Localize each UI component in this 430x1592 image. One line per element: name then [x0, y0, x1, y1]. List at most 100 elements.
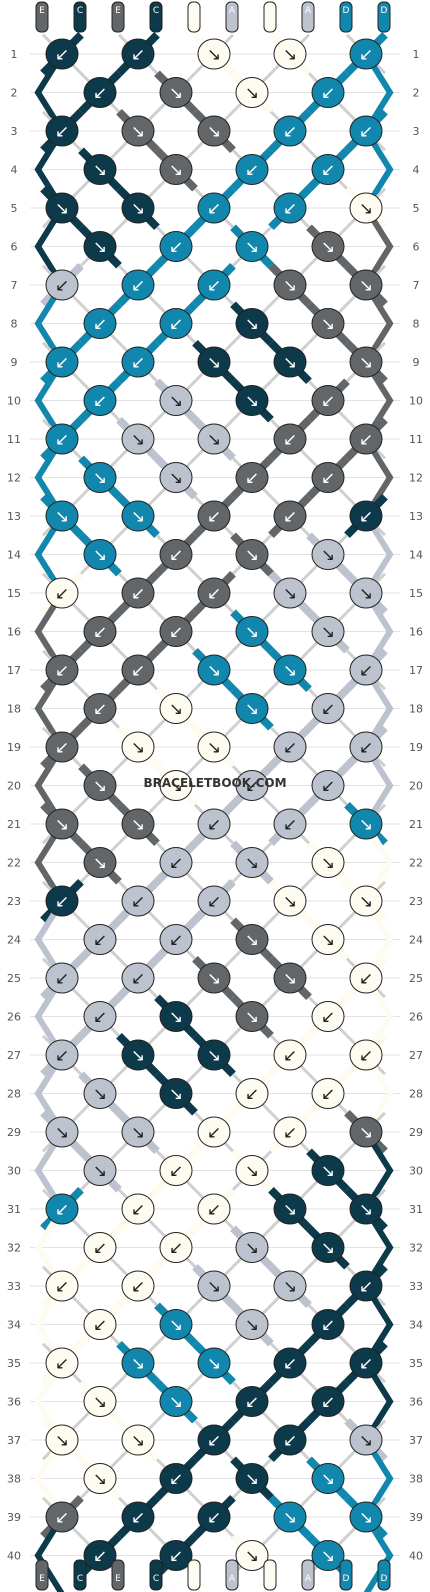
strand-tab: [339, 1, 353, 33]
knot-arrow-icon: ↙: [359, 1046, 373, 1066]
row-number-right: 27: [409, 1049, 423, 1062]
knot: [273, 1116, 307, 1148]
knot-arrow-icon: ↙: [93, 931, 107, 951]
knot-arrow-icon: ↙: [207, 199, 221, 219]
row-number-right: 22: [409, 857, 423, 870]
knot: [311, 462, 345, 493]
knot-arrow-icon: ↙: [321, 1393, 335, 1413]
knot: [197, 1270, 231, 1302]
knot-arrow-icon: ↙: [321, 392, 335, 412]
knot: [311, 847, 345, 878]
knot-arrow-icon: ↘: [207, 969, 221, 989]
knot: [45, 423, 79, 455]
knot-arrow-icon: ↘: [207, 661, 221, 681]
strand-tab: [263, 1559, 277, 1591]
knot-arrow-icon: ↙: [169, 546, 183, 566]
knot-arrow-icon: ↘: [169, 1316, 183, 1336]
row-number-right: 16: [409, 626, 423, 639]
knot-arrow-icon: ↘: [359, 276, 373, 296]
knot-arrow-icon: ↙: [55, 738, 69, 758]
knot: [311, 693, 345, 724]
knot: [197, 1347, 231, 1379]
knot: [349, 1270, 383, 1302]
knot: [273, 962, 307, 994]
knot: [197, 1424, 231, 1456]
knot: [121, 1039, 155, 1071]
knot: [235, 1001, 269, 1032]
knot: [349, 962, 383, 994]
strand-letter: E: [115, 6, 121, 16]
knot-arrow-icon: ↘: [245, 1547, 259, 1567]
knot-arrow-icon: ↘: [93, 238, 107, 258]
knot: [121, 115, 155, 147]
knot-arrow-icon: ↘: [169, 777, 183, 797]
row-number-right: 28: [409, 1088, 423, 1101]
row-number-left: 39: [7, 1511, 21, 1524]
knot-arrow-icon: ↘: [207, 738, 221, 758]
knot-arrow-icon: ↘: [131, 738, 145, 758]
knot-arrow-icon: ↙: [359, 738, 373, 758]
knot-arrow-icon: ↙: [283, 815, 297, 835]
knot: [83, 1155, 117, 1186]
knot: [159, 847, 193, 878]
knot-arrow-icon: ↘: [131, 430, 145, 450]
knot: [45, 1347, 79, 1379]
strand-tab: [301, 1559, 315, 1591]
knot-arrow-icon: ↘: [245, 1239, 259, 1259]
knot-arrow-icon: ↘: [283, 892, 297, 912]
row-number-left: 28: [7, 1088, 21, 1101]
knot: [45, 1270, 79, 1302]
knot-arrow-icon: ↘: [93, 161, 107, 181]
knot: [159, 1463, 193, 1494]
row-number-right: 31: [409, 1203, 423, 1216]
knot-arrow-icon: ↘: [207, 353, 221, 373]
knot: [235, 385, 269, 416]
strand-letter: E: [115, 1574, 121, 1584]
knot-grid: ↙ ↙ ↘ ↘ ↙ ↙ ↘ ↘ ↙ ↙ ↘ ↘ ↙ ↙ ↘ ↘ ↙ ↙ ↘ ↘ ↙ ↙ ↘ ↘ ↙ ↘ ↘ ↙ ↙ ↙ ↘ ↘ ↙ ↙ ↘ ↘ ↙ ↙ ↘ ↘…: [45, 38, 383, 1571]
row-number-right: 9: [413, 356, 420, 369]
knot-arrow-icon: ↙: [55, 1354, 69, 1374]
knot-arrow-icon: ↙: [131, 45, 145, 65]
knot-arrow-icon: ↙: [131, 661, 145, 681]
knot: [83, 308, 117, 339]
knot-arrow-icon: ↙: [245, 1085, 259, 1105]
knot-arrow-icon: ↘: [283, 661, 297, 681]
knot-arrow-icon: ↘: [245, 1162, 259, 1182]
knot-arrow-icon: ↘: [321, 931, 335, 951]
knot-arrow-icon: ↘: [169, 1008, 183, 1028]
knot-arrow-icon: ↘: [283, 353, 297, 373]
knot-arrow-icon: ↙: [93, 623, 107, 643]
knot: [235, 308, 269, 339]
strand-tab: [149, 1, 163, 33]
knot-arrow-icon: ↘: [169, 700, 183, 720]
knot-arrow-icon: ↙: [359, 661, 373, 681]
knot-arrow-icon: ↙: [283, 1046, 297, 1066]
knot: [83, 154, 117, 185]
knot-arrow-icon: ↘: [169, 469, 183, 489]
knot: [273, 115, 307, 147]
strand-letter: C: [153, 6, 159, 16]
row-number-left: 32: [7, 1242, 21, 1255]
knot: [197, 885, 231, 917]
knot-arrow-icon: ↘: [283, 1277, 297, 1297]
knot-arrow-icon: ↙: [283, 1123, 297, 1143]
strand-tab: [111, 1, 125, 33]
knot-arrow-icon: ↘: [245, 931, 259, 951]
row-number-left: 11: [7, 433, 21, 446]
knot: [349, 269, 383, 301]
knot: [273, 38, 307, 70]
knot-arrow-icon: ↙: [283, 1431, 297, 1451]
knot-arrow-icon: ↘: [55, 815, 69, 835]
knot: [311, 308, 345, 339]
knot-arrow-icon: ↘: [207, 122, 221, 142]
knot: [311, 1078, 345, 1109]
row-number-left: 20: [7, 780, 21, 793]
knot-arrow-icon: ↙: [321, 777, 335, 797]
strand-letter: D: [381, 6, 388, 16]
knot-arrow-icon: ↘: [359, 1123, 373, 1143]
knot: [197, 346, 231, 378]
knot-arrow-icon: ↙: [131, 353, 145, 373]
knot-arrow-icon: ↙: [93, 315, 107, 335]
knot: [235, 462, 269, 493]
row-number-left: 40: [7, 1550, 21, 1563]
